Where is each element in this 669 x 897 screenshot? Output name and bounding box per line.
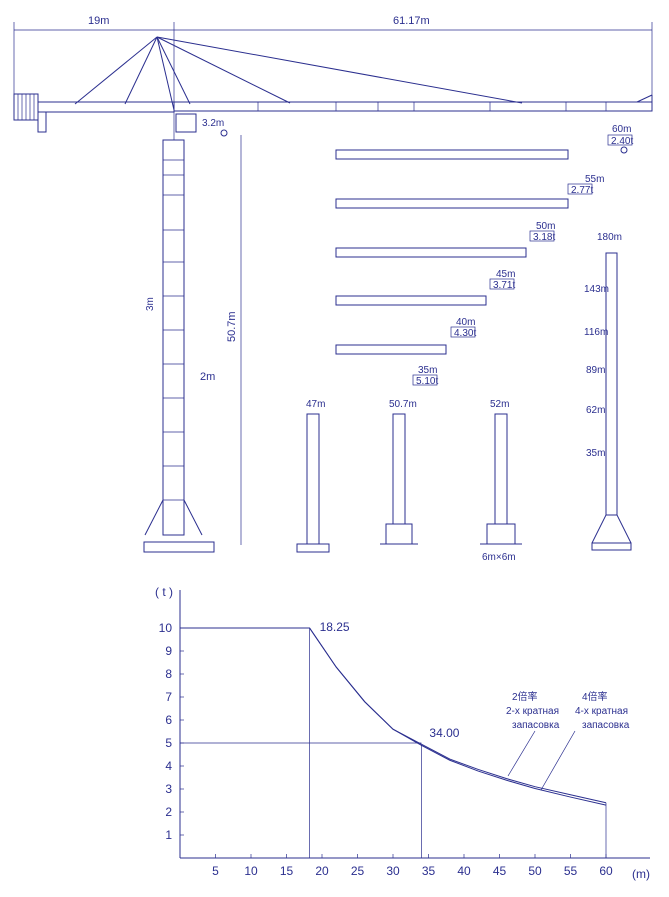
jib-configurations: 55m 2.77t 50m 3.18t 45m 3.71t 40m 4.30t … bbox=[335, 124, 633, 387]
jib-load-label: 4.30t bbox=[454, 328, 476, 339]
jib-radius-label: 50m bbox=[536, 221, 555, 232]
jib-radius-label: 40m bbox=[456, 317, 475, 328]
series-two-fall bbox=[309, 627, 607, 804]
x-tick-label: 10 bbox=[244, 864, 258, 878]
tower-variants: 47m 50.7m 52m 6m×6m 180m 143m 116m 89m bbox=[296, 232, 632, 563]
legend-two-fall-line1: 2倍率 bbox=[512, 690, 538, 703]
x-axis-label: (m) bbox=[632, 867, 650, 881]
y-tick-label: 6 bbox=[165, 713, 172, 727]
jib-radius-label: 60m bbox=[612, 124, 631, 135]
jib-load-label: 3.71t bbox=[493, 280, 515, 291]
x-tick-label: 50 bbox=[528, 864, 542, 878]
anchor-level-label: 89m bbox=[586, 365, 605, 376]
tower-height-label: 47m bbox=[306, 399, 325, 410]
y-tick-label: 4 bbox=[165, 759, 172, 773]
tower-52: 52m 6m×6m bbox=[480, 399, 522, 563]
y-tick-label: 3 bbox=[165, 782, 172, 796]
jib-config-50: 50m 3.18t bbox=[335, 198, 569, 243]
tower-50-7: 50.7m bbox=[380, 399, 418, 545]
anchor-level-label: 143m bbox=[584, 284, 609, 295]
series-four-fall bbox=[180, 627, 607, 806]
anchor-level-label: 116m bbox=[584, 327, 608, 338]
jib-radius-label: 45m bbox=[496, 269, 515, 280]
mast-section-lines bbox=[163, 159, 184, 501]
jib-tie-1 bbox=[156, 36, 291, 104]
foundation bbox=[143, 541, 215, 553]
jib-load-label: 2.77t bbox=[571, 185, 593, 196]
hook-icon bbox=[620, 146, 628, 154]
mast-width-label: 2m bbox=[200, 371, 215, 383]
trolley-offset-label: 3.2m bbox=[202, 118, 224, 129]
base-size-label: 6m×6m bbox=[482, 552, 516, 563]
jib-tie-2 bbox=[156, 36, 523, 104]
legend-four-fall-line3: запасовка bbox=[582, 720, 630, 731]
x-tick-label: 15 bbox=[280, 864, 294, 878]
x-tick-label: 5 bbox=[212, 864, 219, 878]
y-axis-label: ( t ) bbox=[155, 585, 173, 599]
tower-height-label: 52m bbox=[490, 399, 509, 410]
jib-config-60: 60m 2.40t bbox=[607, 124, 633, 147]
tower-anchored: 180m 143m 116m 89m 62m 35m bbox=[584, 232, 632, 551]
jib-load-label: 5.10t bbox=[416, 376, 438, 387]
jib-config-55: 55m 2.77t bbox=[335, 149, 604, 196]
tower-height-label: 180m bbox=[597, 232, 622, 243]
jib-length-dimension: 61.17m bbox=[393, 15, 430, 27]
x-tick-label: 40 bbox=[457, 864, 471, 878]
legend-four-fall-line2: 4-х кратная bbox=[575, 706, 628, 717]
x-ticks: 5 10 15 20 25 30 35 40 45 50 55 60 bbox=[212, 854, 613, 878]
main-jib bbox=[173, 101, 653, 112]
tower-height-label: 50.7m bbox=[389, 399, 417, 410]
x-tick-label: 45 bbox=[493, 864, 507, 878]
y-ticks: 1 2 3 4 5 6 7 8 9 10 bbox=[159, 621, 184, 842]
tower-mast bbox=[162, 139, 185, 536]
y-tick-label: 10 bbox=[159, 621, 173, 635]
legend-two-fall: 2倍率 2-х кратная запасовка bbox=[506, 690, 560, 777]
y-tick-label: 7 bbox=[165, 690, 172, 704]
tower-47: 47m bbox=[296, 399, 330, 553]
jib-config-45: 45m 3.71t bbox=[335, 247, 527, 291]
tower-head-brace bbox=[156, 36, 191, 105]
y-tick-label: 1 bbox=[165, 828, 172, 842]
counter-jib-dimension: 19m bbox=[88, 15, 109, 27]
x-tick-label: 25 bbox=[351, 864, 365, 878]
x-tick-label: 35 bbox=[422, 864, 436, 878]
legend-two-fall-line3: запасовка bbox=[512, 720, 560, 731]
x-tick-label: 20 bbox=[315, 864, 329, 878]
y-tick-label: 2 bbox=[165, 805, 172, 819]
legend-four-fall: 4倍率 4-х кратная запасовка bbox=[540, 690, 630, 791]
y-tick-label: 5 bbox=[165, 736, 172, 750]
chart-guides bbox=[180, 627, 607, 858]
annotation-18-25: 18.25 bbox=[320, 620, 350, 634]
y-tick-label: 8 bbox=[165, 667, 172, 681]
legend-two-fall-line2: 2-х кратная bbox=[506, 706, 559, 717]
anchor-level-label: 62m bbox=[586, 405, 605, 416]
hook-height-label: 50.7m bbox=[226, 311, 238, 342]
jib-section-dividers bbox=[257, 102, 607, 111]
anchor-level-label: 35m bbox=[586, 448, 605, 459]
hook-icon bbox=[220, 129, 228, 137]
jib-radius-label: 55m bbox=[585, 174, 604, 185]
section-height-label: 3m bbox=[145, 297, 156, 311]
counter-jib bbox=[37, 101, 175, 113]
y-tick-label: 9 bbox=[165, 644, 172, 658]
tower-head bbox=[156, 36, 175, 111]
counter-jib-tie bbox=[74, 36, 158, 105]
operator-cab bbox=[175, 113, 197, 133]
counter-jib-tie-2 bbox=[124, 36, 158, 105]
x-tick-label: 55 bbox=[564, 864, 578, 878]
jib-config-40: 40m 4.30t bbox=[335, 295, 487, 339]
jib-load-label: 2.40t bbox=[611, 136, 633, 147]
x-tick-label: 30 bbox=[386, 864, 400, 878]
x-tick-label: 60 bbox=[599, 864, 613, 878]
legend-four-fall-line1: 4倍率 bbox=[582, 690, 608, 703]
crane-elevation: 19m 61.17m 3.2m bbox=[13, 15, 653, 553]
chart-series bbox=[180, 627, 607, 806]
jib-radius-label: 35m bbox=[418, 365, 437, 376]
jib-load-label: 3.18t bbox=[533, 232, 555, 243]
jib-config-35: 35m 5.10t bbox=[335, 344, 447, 387]
annotation-34-00: 34.00 bbox=[429, 726, 459, 740]
